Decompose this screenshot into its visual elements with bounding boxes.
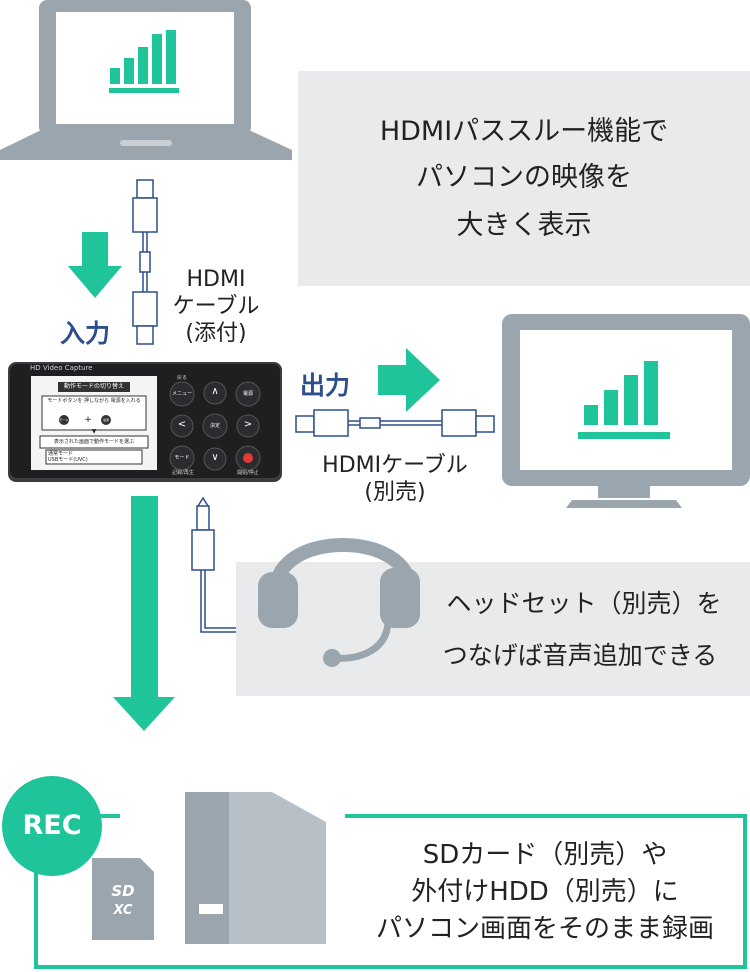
- output-cable-line-1: HDMIケーブル: [322, 453, 468, 478]
- svg-text:XC: XC: [112, 903, 133, 918]
- passthrough-line-2: パソコンの映像を: [416, 162, 632, 193]
- rec-badge: [2, 776, 102, 876]
- input-hdmi-cable: [132, 179, 158, 345]
- device-mode-button-label: モード: [174, 455, 190, 461]
- device-playback-label: 記録/再生: [172, 470, 194, 476]
- output-hdmi-cable: [295, 409, 495, 437]
- record-line-3: パソコン画面をそのまま録画: [375, 914, 714, 944]
- device-screen-power-key: 電源: [102, 418, 109, 422]
- output-arrow-icon: [378, 348, 440, 412]
- device-screen-status: 表示された画面で動作モードを選ぶ: [53, 439, 134, 445]
- device-back-label: 戻る: [176, 375, 187, 381]
- laptop-icon: [0, 0, 292, 160]
- headset-info-box: [236, 562, 750, 696]
- input-cable-line-1: HDMI: [186, 267, 246, 292]
- output-direction-label: 出力: [300, 371, 351, 400]
- device-menu-button-label: メニュー: [171, 391, 192, 397]
- headset-cable: [191, 496, 236, 633]
- input-cable-line-3: (添付): [185, 321, 247, 346]
- device-rec-label: 開始/停止: [237, 470, 259, 476]
- headset-icon: [258, 538, 420, 667]
- device-down-arrow: ∨: [211, 452, 219, 463]
- capture-device: [8, 362, 282, 482]
- record-line-1: SDカード（別売）や: [422, 840, 668, 870]
- device-screen-option-2: USBモード(UVC): [48, 457, 88, 463]
- device-up-arrow: ∧: [211, 386, 219, 397]
- device-left-arrow: <: [177, 419, 187, 430]
- input-arrow-icon: [68, 232, 122, 298]
- passthrough-line-3: 大きく表示: [456, 210, 592, 241]
- input-direction-label: 入力: [60, 319, 111, 348]
- device-screen-plus: +: [84, 415, 92, 425]
- passthrough-info-box: [298, 71, 750, 286]
- passthrough-line-1: HDMIパススルー機能で: [379, 116, 669, 147]
- record-line-2: 外付けHDD（別売）に: [411, 877, 679, 907]
- device-screen-option-1: 通常モード: [48, 451, 74, 457]
- device-screen-arrow: ▼: [91, 428, 97, 435]
- device-power-button-label: 電源: [242, 391, 253, 397]
- output-cable-line-2: (別売): [364, 480, 426, 505]
- device-enter-button-label: 決定: [209, 423, 220, 429]
- record-arrow-icon: [113, 496, 175, 731]
- device-screen-instruction: モードボタンを 押しながら 電源を入れる: [47, 398, 141, 404]
- monitor-icon: [502, 314, 750, 508]
- device-right-arrow: >: [243, 419, 253, 430]
- external-hdd-icon: [185, 792, 326, 944]
- device-screen-mode-key: モード: [59, 418, 69, 422]
- device-brand: HD Video Capture: [30, 364, 93, 372]
- headset-line-2: つなげば音声追加できる: [442, 641, 718, 670]
- svg-text:SD: SD: [111, 882, 134, 900]
- input-cable-line-2: ケーブル: [172, 294, 260, 319]
- rec-badge-label: REC: [22, 810, 82, 841]
- device-screen-title: 動作モードの切り替え: [63, 383, 124, 390]
- headset-line-1: ヘッドセット（別売）を: [446, 589, 722, 618]
- sdxc-card-icon: SD XC: [92, 858, 154, 940]
